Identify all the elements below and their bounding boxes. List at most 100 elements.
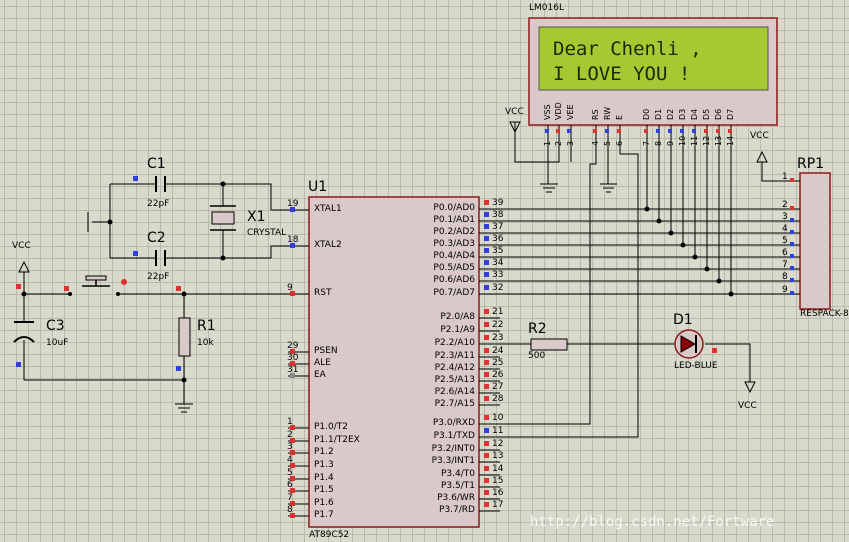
mcu-pin-name: P3.6/WR [437,493,475,503]
lcd-pin-number: 7 [642,140,651,146]
pin-state-marker [484,260,489,265]
reset-button[interactable] [68,275,120,296]
pin-state-marker [290,501,295,506]
mcu-pin-name: RST [314,288,332,298]
pin-state-marker [290,207,295,212]
lcd-pin-name: D6 [714,108,723,120]
mcu-pin-name: P1.7 [314,510,334,520]
lcd-pin-name: D4 [690,108,699,120]
rp1-pin-number: 4 [782,224,788,234]
rp1-ref: RP1 [797,156,825,172]
pin-state-marker [484,200,489,205]
pin-state-marker [484,236,489,241]
led-d1[interactable] [674,329,704,359]
rp1-body[interactable] [799,172,831,310]
lcd-pin-name: D0 [642,108,651,120]
pin-state-marker [290,476,295,481]
crystal-x1[interactable] [210,205,236,231]
mcu-part-label: AT89C52 [309,530,350,540]
mcu-pin-number: 26 [492,370,504,380]
rp1-pin-number: 2 [782,200,788,210]
mcu-pin-name: P3.3/INT1 [431,456,475,466]
mcu-pin-name: P1.3 [314,460,334,470]
mcu-pin-number: 15 [492,476,504,486]
pin-state-marker [290,361,295,366]
mcu-pin-name: P1.0/T2 [314,422,348,432]
pin-state-marker [290,373,295,378]
mcu-pin-name: P0.1/AD1 [433,215,475,225]
c2-value: 22pF [147,272,170,282]
c1-value: 22pF [147,199,170,209]
mcu-body[interactable] [308,196,480,528]
pin-state-marker [484,335,489,340]
lcd-line-2: I LOVE YOU ! [553,63,691,85]
watermark: http://blog.csdn.net/Fortware [530,514,775,530]
pin-state-marker [290,243,295,248]
mcu-pin-name: P3.1/TXD [433,431,475,441]
mcu-pin-number: 2 [287,430,293,440]
capacitor-c1[interactable] [155,176,166,192]
mcu-pin-number: 12 [492,439,504,449]
resistor-r1[interactable] [178,317,191,357]
mcu-pin-name: P2.3/A11 [434,351,475,361]
capacitor-c2[interactable] [155,250,166,266]
pin-state-marker [484,441,489,446]
mcu-ref: U1 [308,179,328,195]
pin-state-marker [290,513,295,518]
x1-value: CRYSTAL [247,228,287,238]
pin-state-marker [484,478,489,483]
mcu-pin-number: 34 [492,258,504,268]
mcu-pin-number: 31 [287,365,299,375]
lcd-pin-number: 14 [726,135,735,146]
mcu-pin-name: P0.0/AD0 [433,203,475,213]
mcu-pin-name: P2.7/A15 [434,399,475,409]
r2-ref: R2 [528,321,547,337]
mcu-pin-number: 13 [492,451,504,461]
mcu-pin-name: P2.6/A14 [434,387,475,397]
mcu-pin-number: 37 [492,222,504,232]
rp1-pin-number: 5 [782,236,788,246]
lcd-pin-number: 12 [702,135,711,146]
vcc-rp-label: VCC [750,131,769,141]
r1-ref: R1 [197,318,216,334]
mcu-pin-name: P3.7/RD [439,505,475,515]
mcu-pin-number: 28 [492,394,504,404]
capacitor-c3[interactable] [13,321,35,343]
mcu-pin-name: P3.0/RXD [432,418,475,428]
mcu-pin-number: 25 [492,358,504,368]
lcd-pin-number: 3 [566,140,575,146]
mcu-pin-number: 21 [492,307,504,317]
rp1-value: RESPACK-8 [800,309,849,319]
lcd-pin-name: D7 [726,108,735,120]
pin-state-marker [484,428,489,433]
lcd-pin-name: VEE [566,104,575,120]
pin-state-marker [484,285,489,290]
mcu-pin-number: 8 [287,505,293,515]
pin-state-marker [790,206,794,210]
resistor-r2[interactable] [530,338,568,351]
pin-state-marker [484,272,489,277]
lcd-pin-number: 10 [678,135,687,146]
mcu-pin-name: P0.4/AD4 [433,251,475,261]
d1-value: LED-BLUE [674,361,718,371]
mcu-pin-number: 36 [492,234,504,244]
mcu-pin-number: 16 [492,488,504,498]
lcd-pin-name: D2 [666,108,675,120]
mcu-pin-name: P3.2/INT0 [431,444,475,454]
pin-state-marker [790,278,794,282]
pin-state-marker [790,266,794,270]
mcu-pin-number: 32 [492,283,504,293]
mcu-pin-name: P2.5/A13 [434,375,475,385]
pin-state-marker [290,450,295,455]
pin-state-marker [484,490,489,495]
pin-state-marker [484,248,489,253]
rp1-pin-number: 8 [782,272,788,282]
pin-state-marker [290,291,295,296]
pin-state-marker [484,415,489,420]
mcu-pin-number: 14 [492,464,504,474]
mcu-pin-number: 18 [287,235,299,245]
mcu-pin-name: P1.6 [314,498,334,508]
mcu-pin-name: P0.7/AD7 [433,288,475,298]
rp1-pin-number: 7 [782,260,788,270]
mcu-pin-name: P1.2 [314,447,334,457]
